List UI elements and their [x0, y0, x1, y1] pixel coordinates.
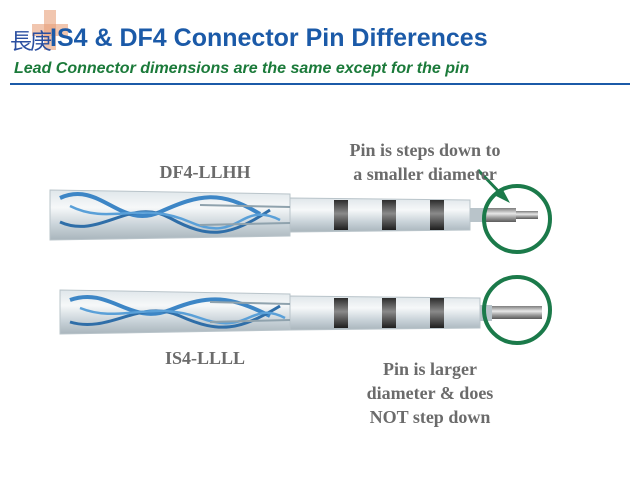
note-line: Pin is steps down to — [349, 140, 501, 160]
df4-pin-note: Pin is steps down to a smaller diameter — [320, 138, 530, 186]
is4-pin-highlight — [482, 275, 552, 345]
note-line: a smaller diameter — [353, 164, 497, 184]
note-line: Pin is larger — [383, 359, 477, 379]
cross-emblem — [32, 10, 68, 50]
note-line: diameter & does — [366, 383, 494, 403]
title-divider — [10, 83, 630, 85]
is4-lead — [59, 289, 542, 335]
df4-lead — [49, 189, 538, 241]
slide-title: IS4 & DF4 Connector Pin Differences — [50, 24, 488, 52]
is4-label: IS4-LLLL — [164, 348, 246, 368]
pointer-arrow — [476, 168, 510, 203]
is4-pin-note: Pin is larger diameter & does NOT step d… — [330, 357, 530, 429]
df4-label: DF4-LLHH — [159, 162, 251, 182]
logo-mark: 長庚 — [10, 30, 52, 55]
note-line: NOT step down — [369, 407, 491, 427]
df4-pin-highlight — [482, 184, 552, 254]
slide-subtitle: Lead Connector dimensions are the same e… — [14, 60, 470, 77]
hospital-logo: 長庚 — [6, 6, 86, 64]
